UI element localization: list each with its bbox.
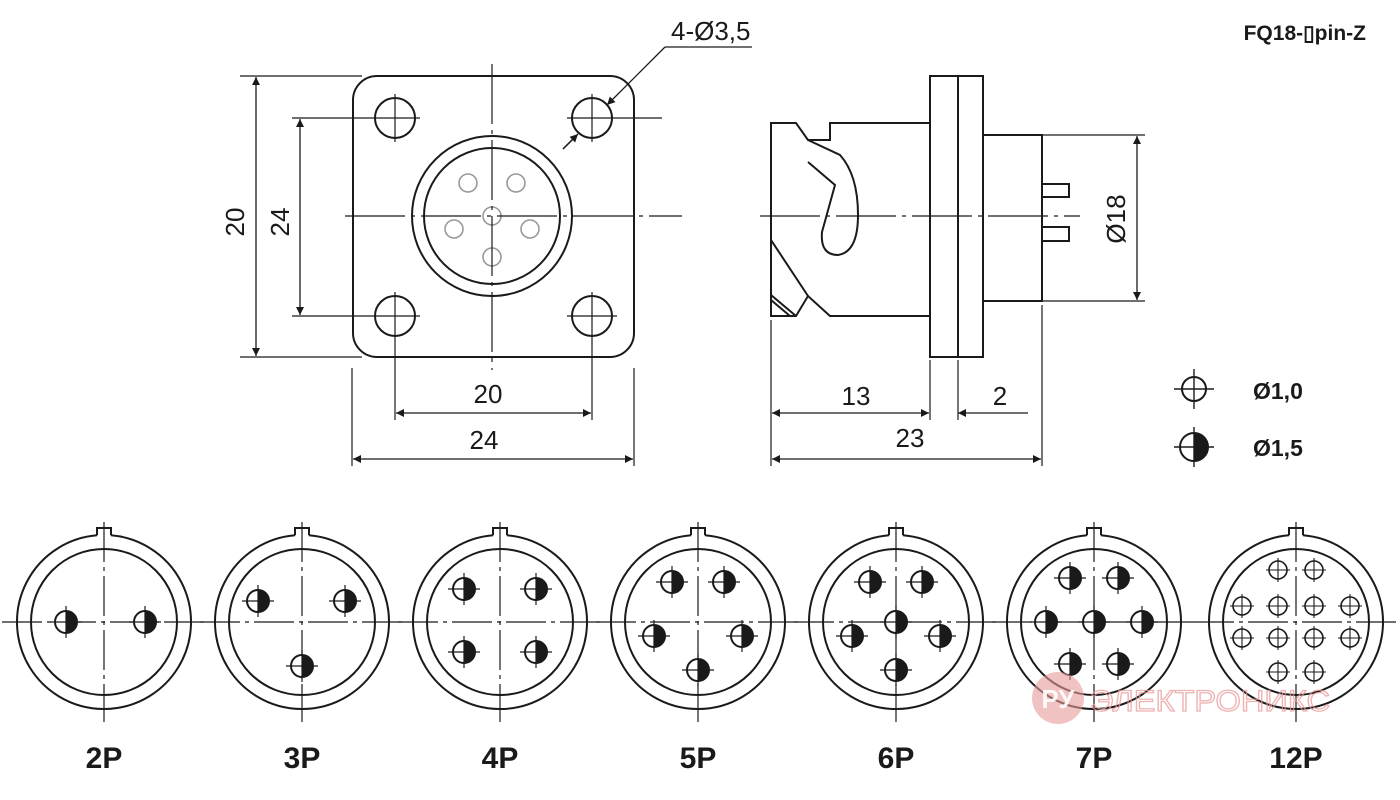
layout-label: 6P <box>878 742 915 775</box>
layout-7p: 7P <box>992 522 1196 775</box>
dim-outer-height: 20 <box>220 208 250 237</box>
pin-hole <box>506 173 526 193</box>
pin-1-5mm <box>448 636 480 668</box>
open-pin-symbol <box>1174 369 1214 409</box>
pin-1-0mm <box>1302 626 1326 650</box>
pin-1-0mm <box>1266 626 1290 650</box>
watermark-text: ЭЛЕКТРОНИКС <box>1090 685 1330 718</box>
pin-hole <box>458 173 478 193</box>
plug-nose <box>770 122 931 317</box>
watermark: РУ ЭЛЕКТРОНИКС <box>1032 672 1331 724</box>
pin-1-5mm <box>1078 606 1110 638</box>
layout-label: 3P <box>284 742 321 775</box>
dim-total-length: 23 <box>896 423 925 453</box>
front-centerlines <box>240 64 682 466</box>
pin-1-5mm <box>682 654 714 686</box>
hole-callout: 4-Ø3,5 <box>671 16 751 46</box>
plug-slot <box>770 239 809 317</box>
legend-label-small: Ø1,0 <box>1253 378 1303 404</box>
pin-1-0mm <box>1302 558 1326 582</box>
layout-5p: 5P <box>596 522 800 775</box>
pin-1-5mm <box>286 650 318 682</box>
front-pin-group <box>444 173 540 267</box>
legend <box>1174 369 1214 467</box>
pin-1-5mm <box>924 620 956 652</box>
rear-pin <box>1042 183 1070 198</box>
layout-4p: 4P <box>398 522 602 775</box>
layout-6p: 6P <box>794 522 998 775</box>
pin-1-5mm <box>1054 562 1086 594</box>
plug-keyway <box>807 139 860 257</box>
model-code: FQ18-▯pin-Z <box>1244 22 1367 45</box>
rear-body <box>982 134 1043 302</box>
dim-hole-spacing-width: 20 <box>474 379 503 409</box>
layout-label: 4P <box>482 742 519 775</box>
pin-1-5mm <box>242 585 274 617</box>
dim-outer-width: 24 <box>470 425 499 455</box>
layout-label: 12P <box>1269 742 1322 775</box>
layout-label: 2P <box>86 742 123 775</box>
pin-hole <box>444 219 464 239</box>
pin-1-5mm <box>638 620 670 652</box>
watermark-badge-text: РУ <box>1041 684 1075 714</box>
pin-1-5mm <box>880 654 912 686</box>
dim-hole-spacing-height: 24 <box>265 208 295 237</box>
pin-1-5mm <box>836 620 868 652</box>
pin-1-5mm <box>906 566 938 598</box>
pin-1-0mm <box>1266 660 1290 684</box>
pin-1-5mm <box>50 606 82 638</box>
layout-label: 7P <box>1076 742 1113 775</box>
side-view <box>760 75 1145 466</box>
dim-length-a: 13 <box>842 381 871 411</box>
layout-2p: 2P <box>2 522 206 775</box>
watermark-badge <box>1032 672 1084 724</box>
pin-1-5mm <box>1126 606 1158 638</box>
pin-1-0mm <box>1302 660 1326 684</box>
pin-hole <box>520 219 540 239</box>
pin-1-5mm <box>854 566 886 598</box>
pin-1-5mm <box>1054 648 1086 680</box>
front-view <box>240 46 752 466</box>
pin-1-0mm <box>1338 594 1362 618</box>
pin-1-0mm <box>1302 594 1326 618</box>
pin-1-5mm <box>520 573 552 605</box>
pin-1-0mm <box>1266 558 1290 582</box>
dim-body-diameter: Ø18 <box>1101 194 1131 243</box>
pin-1-5mm <box>129 606 161 638</box>
legend-label-large: Ø1,5 <box>1253 435 1303 461</box>
pin-1-5mm <box>520 636 552 668</box>
pin-1-5mm <box>1102 562 1134 594</box>
pin-1-0mm <box>1266 594 1290 618</box>
rear-pin <box>1042 226 1070 242</box>
pin-1-5mm <box>448 573 480 605</box>
pin-1-5mm <box>1030 606 1062 638</box>
front-dimension-lines <box>252 46 752 463</box>
layout-12p: 12P <box>1194 522 1398 775</box>
pin-1-5mm <box>880 606 912 638</box>
pin-1-5mm <box>726 620 758 652</box>
dim-flange-thickness: 2 <box>993 381 1007 411</box>
pin-1-5mm <box>656 566 688 598</box>
layout-label: 5P <box>680 742 717 775</box>
pin-layouts: 2P 3P 4P 5P 6P 7P 12P <box>2 522 1398 775</box>
pin-1-5mm <box>708 566 740 598</box>
pin-1-0mm <box>1230 594 1254 618</box>
pin-1-0mm <box>1338 626 1362 650</box>
pin-1-5mm <box>329 585 361 617</box>
pin-1-0mm <box>1230 626 1254 650</box>
pin-1-5mm <box>1102 648 1134 680</box>
half-filled-pin-symbol <box>1174 427 1214 467</box>
layout-3p: 3P <box>200 522 404 775</box>
